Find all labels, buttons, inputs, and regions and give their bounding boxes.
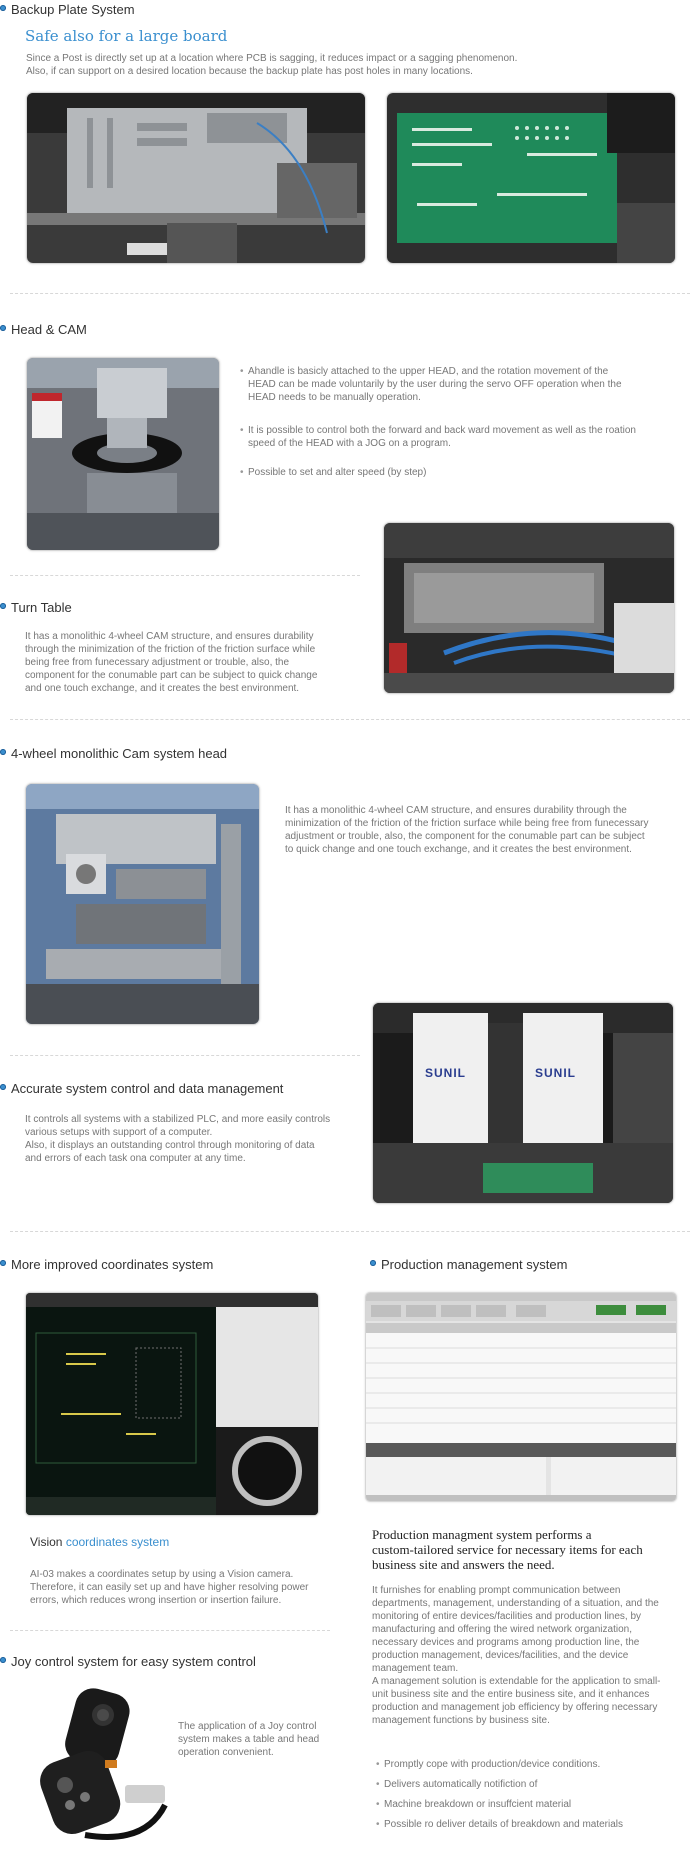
production-bullet-4: Possible ro deliver details of breakdown… xyxy=(376,1818,623,1831)
head-cam-bullet-2: It is possible to control both the forwa… xyxy=(240,424,636,450)
accurate-control-section-title: Accurate system control and data managem… xyxy=(0,1081,283,1096)
head-cam-bullet-3: Possible to set and alter speed (by step… xyxy=(240,466,426,479)
divider xyxy=(10,1055,360,1056)
vision-word: Vision xyxy=(30,1535,66,1549)
joy-control-section-title: Joy control system for easy system contr… xyxy=(0,1654,256,1669)
divider xyxy=(10,575,360,576)
vision-coordinates-heading: Vision coordinates system xyxy=(30,1535,169,1549)
production-bullet-2: Delivers automatically notifiction of xyxy=(376,1778,537,1791)
turn-table-photo xyxy=(383,522,675,694)
backup-plate-subtitle: Safe also for a large board xyxy=(25,27,228,45)
coordinates-system-word: coordinates system xyxy=(65,1535,170,1549)
production-section-title: Production management system xyxy=(370,1257,567,1272)
coordinates-screenshot xyxy=(25,1292,319,1516)
turn-table-section-title: Turn Table xyxy=(0,600,72,615)
turn-table-text: It has a monolithic 4-wheel CAM structur… xyxy=(25,631,318,694)
accurate-control-text: It controls all systems with a stabilize… xyxy=(25,1114,331,1164)
sunil-logo-2: SUNIL xyxy=(535,1066,576,1080)
head-cam-photo xyxy=(26,357,220,551)
production-headline: Production managment system performs a c… xyxy=(372,1527,643,1572)
backup-plate-photo-2 xyxy=(386,92,676,264)
cam-head-photo xyxy=(25,783,260,1025)
production-bullet-1: Promptly cope with production/device con… xyxy=(376,1758,600,1771)
sunil-machine-photo xyxy=(372,1002,674,1204)
cam-head-text: It has a monolithic 4-wheel CAM structur… xyxy=(285,805,649,855)
backup-plate-text-2: Also, if can support on a desired locati… xyxy=(26,66,473,77)
sunil-logo-1: SUNIL xyxy=(425,1066,466,1080)
divider xyxy=(10,1231,690,1232)
vision-coordinates-text: AI-03 makes a coordinates setup by using… xyxy=(30,1569,309,1606)
head-cam-bullet-1: Ahandle is basicly attached to the upper… xyxy=(240,365,622,404)
production-bullet-3: Machine breakdown or insuffcient materia… xyxy=(376,1798,571,1811)
production-screenshot xyxy=(365,1292,677,1502)
cam-head-section-title: 4-wheel monolithic Cam system head xyxy=(0,746,227,761)
backup-plate-section-title: Backup Plate System xyxy=(0,2,135,17)
joy-control-text: The application of a Joy control system … xyxy=(178,1721,320,1758)
divider xyxy=(10,719,690,720)
joystick-photo xyxy=(25,1685,175,1850)
divider xyxy=(10,1630,330,1631)
divider xyxy=(10,293,690,294)
production-paragraph: It furnishes for enabling prompt communi… xyxy=(372,1585,661,1726)
backup-plate-photo-1 xyxy=(26,92,366,264)
backup-plate-text-1: Since a Post is directly set up at a loc… xyxy=(26,53,518,64)
coordinates-section-title: More improved coordinates system xyxy=(0,1257,213,1272)
head-cam-section-title: Head & CAM xyxy=(0,322,87,337)
